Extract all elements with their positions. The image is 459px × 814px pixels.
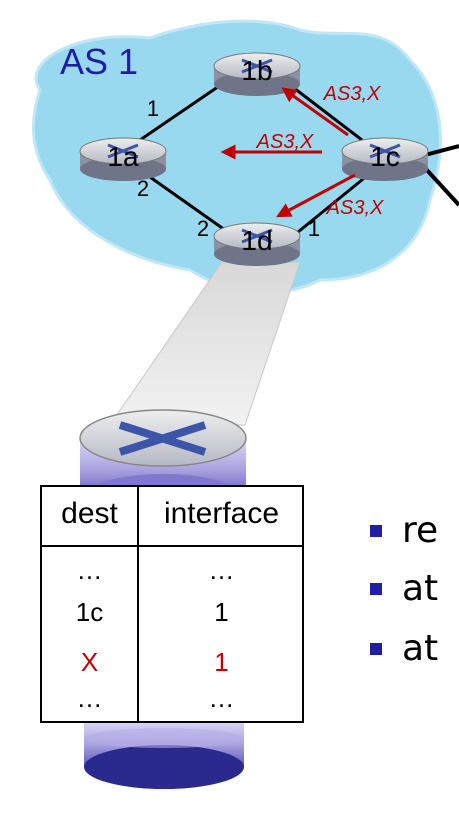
- table-header-divider: [42, 545, 302, 547]
- msg-label-to-1b: AS3,X: [323, 83, 381, 105]
- interface-1d-right: 1: [308, 216, 320, 241]
- link-1a-1d: [139, 168, 226, 232]
- external-link-lower: [423, 166, 459, 207]
- bullet-item: at: [370, 568, 438, 609]
- bullet-text: re: [402, 510, 439, 551]
- header-dest: dest: [61, 497, 118, 530]
- bullet-item: at: [370, 628, 438, 669]
- interface-1a-top: 1: [147, 96, 159, 121]
- zoom-beam: [109, 261, 301, 426]
- router-1b[interactable]: [213, 52, 301, 96]
- router-label-1c: 1c: [370, 141, 400, 172]
- router-arrows-icon: [107, 143, 139, 159]
- router-1d-base: [84, 722, 244, 789]
- router-arrows-icon: [118, 421, 207, 456]
- router-label-1b: 1b: [241, 55, 272, 86]
- interface-1a-bottom: 2: [137, 176, 149, 201]
- forwarding-table: dest interface … … 1c 1 X 1 … …: [40, 485, 304, 723]
- bullet-square-icon: [370, 582, 382, 595]
- table-row-0-dest: …: [76, 555, 103, 585]
- table-row-1-interface: 1: [214, 597, 229, 627]
- table-row-1-dest: 1c: [75, 597, 104, 627]
- external-link-upper: [424, 144, 459, 157]
- msg-label-to-1a: AS3,X: [256, 131, 314, 153]
- router-label-1a: 1a: [107, 141, 139, 172]
- table-row-0-interface: …: [208, 555, 235, 585]
- interface-1d-left: 2: [197, 216, 209, 241]
- router-1d[interactable]: [213, 222, 301, 266]
- router-1c[interactable]: [341, 137, 429, 181]
- link-1a-1b: [139, 80, 226, 142]
- table-row-3-dest: …: [76, 683, 103, 713]
- bullet-square-icon: [370, 642, 382, 655]
- link-1b-1c: [289, 83, 363, 142]
- bullet-text: at: [402, 568, 439, 609]
- table-row-2-interface: 1: [214, 647, 229, 677]
- table-row-3-interface: …: [208, 683, 235, 713]
- header-interface: interface: [163, 497, 280, 530]
- bullet-square-icon: [370, 524, 382, 537]
- as-title: AS 1: [60, 41, 139, 82]
- bullet-text: at: [402, 628, 439, 669]
- arrow-1c-to-1d: [276, 173, 356, 218]
- msg-label-to-1d: AS3,X: [326, 197, 384, 219]
- as1-cloud: [31, 19, 442, 294]
- arrow-1c-to-1b: [281, 87, 349, 137]
- router-1a[interactable]: [79, 137, 167, 181]
- table-column-divider: [137, 487, 139, 721]
- router-arrows-icon: [241, 228, 273, 244]
- router-label-1d: 1d: [241, 225, 272, 256]
- table-row-2-dest: X: [80, 647, 99, 677]
- router-arrows-icon: [241, 58, 273, 74]
- link-1d-1c: [297, 173, 369, 234]
- router-arrows-icon: [369, 143, 401, 159]
- bullet-item: re: [370, 510, 438, 551]
